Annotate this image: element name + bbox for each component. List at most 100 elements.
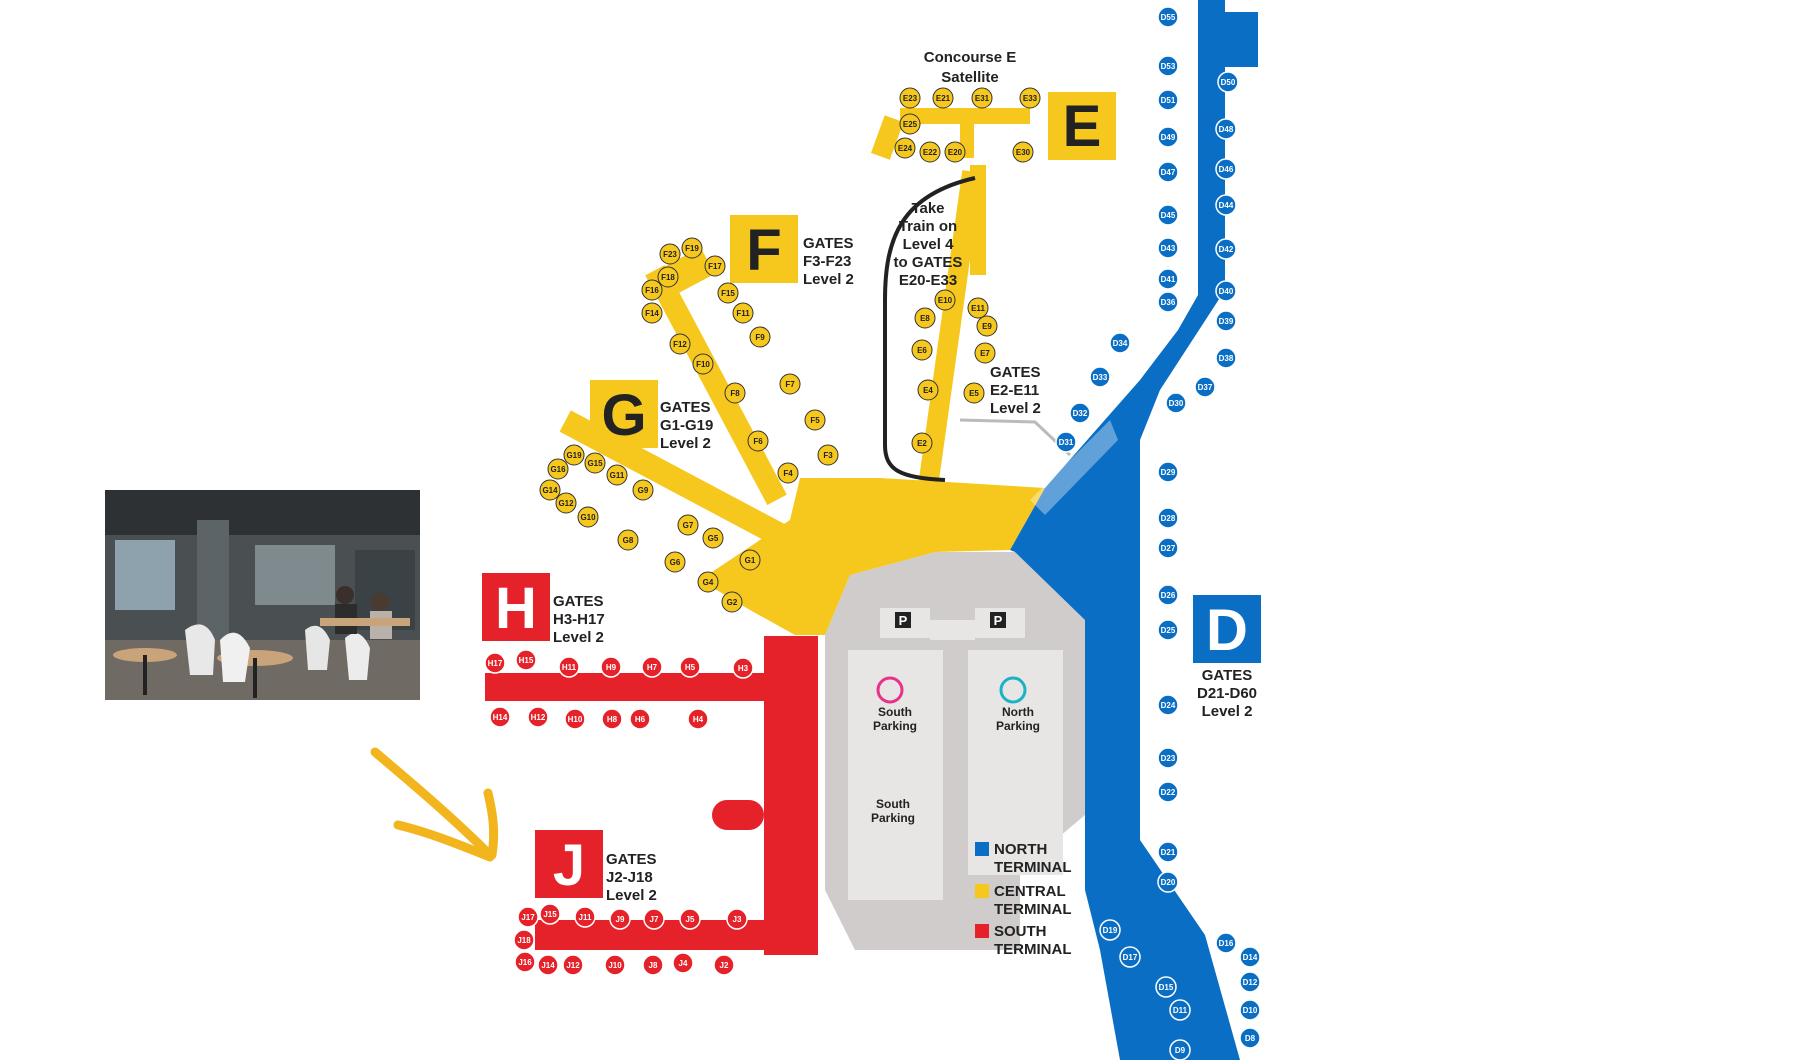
gate-circle (1119, 946, 1141, 968)
gate-g4: G4 (697, 571, 719, 593)
gate-label: E23 (903, 94, 918, 103)
gate-circle (659, 243, 681, 265)
gate-j12: J12 (562, 954, 584, 976)
gate-circle (1157, 55, 1179, 77)
gate-label: H6 (635, 715, 646, 724)
gate-j11: J11 (574, 906, 596, 928)
gate-circle (517, 906, 539, 928)
gate-j9: J9 (609, 908, 631, 930)
gate-label: G7 (683, 521, 694, 530)
train-note-1: Take (911, 200, 944, 217)
gate-label: J3 (733, 915, 742, 924)
gate-e20: E20 (944, 141, 966, 163)
gate-circle (657, 266, 679, 288)
gate-label: E10 (938, 296, 953, 305)
gate-g16: G16 (547, 458, 569, 480)
gate-label: G4 (703, 578, 714, 587)
gate-label: D31 (1059, 438, 1074, 447)
gate-circle (1169, 1039, 1191, 1060)
gate-circle (1194, 376, 1216, 398)
gate-label: F12 (673, 340, 687, 349)
gate-circle (1215, 118, 1237, 140)
gate-e30: E30 (1012, 141, 1034, 163)
gate-label: J17 (521, 913, 535, 922)
gate-circle (527, 706, 549, 728)
gate-label: E9 (982, 322, 992, 331)
gate-d14: D14 (1239, 946, 1261, 968)
gate-circle (1215, 280, 1237, 302)
gate-j5: J5 (679, 908, 701, 930)
gate-label: D51 (1161, 96, 1176, 105)
gate-circle (747, 430, 769, 452)
gate-label: D23 (1161, 754, 1176, 763)
gate-circle (777, 462, 799, 484)
gate-j4: J4 (672, 952, 694, 974)
gates-e-line-1: GATES (990, 364, 1041, 381)
gate-label: F14 (645, 309, 659, 318)
gate-circle (1157, 537, 1179, 559)
gate-d23: D23 (1157, 747, 1179, 769)
gate-circle (1157, 584, 1179, 606)
gate-j15: J15 (539, 903, 561, 925)
gate-label: D28 (1161, 514, 1176, 523)
gate-circle (1215, 158, 1237, 180)
legend-central-1: CENTRAL (994, 883, 1066, 900)
legend-swatch-north (975, 842, 989, 856)
gate-circle (692, 353, 714, 375)
concourse-e-letter: E (1063, 94, 1102, 159)
gate-circle (971, 87, 993, 109)
gate-circle (562, 954, 584, 976)
gate-f7: F7 (779, 373, 801, 395)
concourse-f-letter: F (746, 218, 781, 283)
gates-j-line-2: J2-J18 (606, 869, 653, 886)
gate-label: G11 (610, 471, 625, 480)
gate-f14: F14 (641, 302, 663, 324)
gate-circle (1157, 89, 1179, 111)
gate-h5: H5 (679, 656, 701, 678)
gate-circle (704, 255, 726, 277)
gate-circle (1239, 999, 1261, 1021)
gate-label: D22 (1161, 788, 1176, 797)
gate-label: D16 (1219, 939, 1234, 948)
gate-label: E21 (936, 94, 951, 103)
concourse-e-title-2: Satellite (941, 69, 999, 86)
gate-label: D9 (1175, 1046, 1186, 1055)
gate-label: H14 (493, 713, 508, 722)
gates-f-line-3: Level 2 (803, 271, 854, 288)
gate-d41: D41 (1157, 268, 1179, 290)
gate-label: D27 (1161, 544, 1176, 553)
gate-label: J11 (579, 913, 592, 922)
gate-f4: F4 (777, 462, 799, 484)
gate-d30: D30 (1165, 392, 1187, 414)
gate-label: D41 (1161, 275, 1176, 284)
gate-label: H7 (647, 663, 658, 672)
gate-d42: D42 (1215, 238, 1237, 260)
gate-f15: F15 (717, 282, 739, 304)
gate-circle (539, 479, 561, 501)
gate-circle (1012, 141, 1034, 163)
gate-label: D12 (1243, 978, 1258, 987)
legend-south-2: TERMINAL (994, 941, 1072, 958)
gate-circle (558, 656, 580, 678)
gate-circle (629, 708, 651, 730)
gate-f5: F5 (804, 409, 826, 431)
gate-d10: D10 (1239, 999, 1261, 1021)
gate-j8: J8 (642, 954, 664, 976)
gate-f9: F9 (749, 326, 771, 348)
gate-label: H4 (693, 715, 704, 724)
gates-f-line-2: F3-F23 (803, 253, 851, 270)
gate-circle (664, 551, 686, 573)
gate-e9: E9 (976, 315, 998, 337)
parking-south-top-1: South (878, 705, 912, 719)
palm-icon (999, 676, 1027, 704)
gate-h10: H10 (564, 708, 586, 730)
gate-j7: J7 (643, 908, 665, 930)
gate-e7: E7 (974, 342, 996, 364)
gate-g10: G10 (577, 506, 599, 528)
gate-d25: D25 (1157, 619, 1179, 641)
gate-circle (547, 458, 569, 480)
gate-circle (724, 382, 746, 404)
gate-label: J2 (720, 961, 729, 970)
gate-e6: E6 (911, 339, 933, 361)
gate-e11: E11 (967, 297, 989, 319)
